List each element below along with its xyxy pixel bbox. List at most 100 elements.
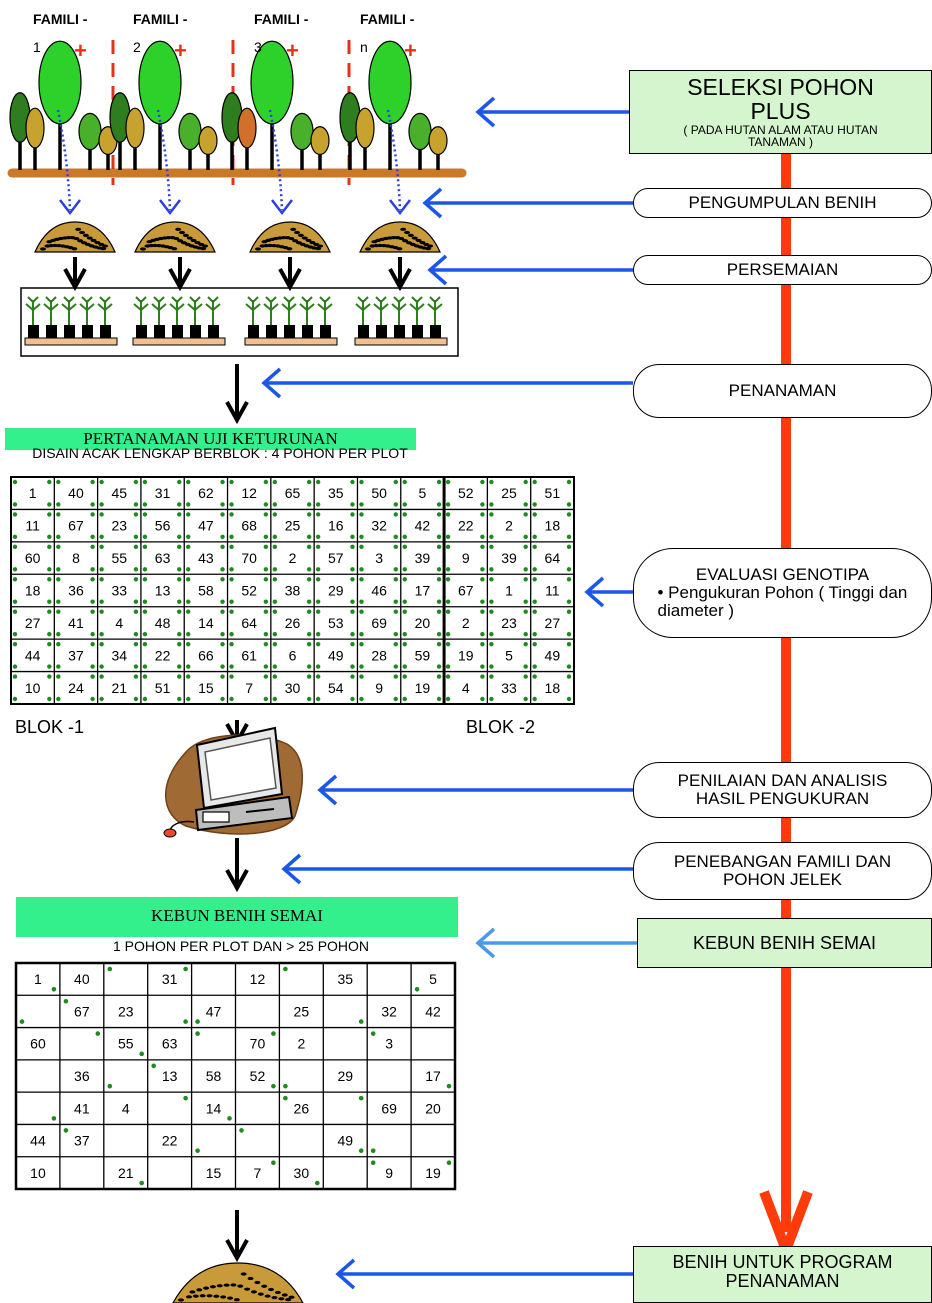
trial-cell-value: 51 xyxy=(155,680,171,696)
trial-cell-value: 58 xyxy=(198,583,214,599)
tree-dot xyxy=(315,577,321,582)
tree-dot xyxy=(566,577,572,582)
tree-dot xyxy=(306,631,312,637)
trial-cell-value: 8 xyxy=(72,550,80,566)
tree-dot xyxy=(315,641,321,647)
tree-dot xyxy=(359,512,364,517)
trial-cell-value: 9 xyxy=(375,680,383,696)
orchard-cell-value: 35 xyxy=(337,971,353,987)
tree-dot xyxy=(186,534,191,540)
tree-dot xyxy=(99,664,104,669)
tree-dot xyxy=(133,512,139,517)
tree-dot xyxy=(186,479,191,485)
tree-small xyxy=(237,107,257,170)
tree-dot xyxy=(436,567,442,572)
tree-dot xyxy=(315,479,321,485)
tree-dot xyxy=(315,502,321,507)
tree-small xyxy=(339,92,361,170)
tree-dot xyxy=(90,696,95,702)
pengumpulan-box: PENGUMPULAN BENIH xyxy=(633,188,932,218)
orchard-cell-value: 70 xyxy=(250,1036,266,1052)
tree-dot xyxy=(133,599,139,604)
orchard-subtitle: 1 POHON PER PLOT DAN > 25 POHON xyxy=(112,938,370,954)
tree-dot xyxy=(436,631,442,637)
orchard-cell-value: 20 xyxy=(425,1100,441,1116)
tree-dot xyxy=(489,502,494,507)
trial-cell-value: 57 xyxy=(328,550,344,566)
kebun-box: KEBUN BENIH SEMAI xyxy=(637,918,932,968)
tree-dot xyxy=(359,641,364,647)
tree-dot xyxy=(263,609,269,614)
tree-dot xyxy=(133,631,139,637)
tree-dot xyxy=(350,664,355,669)
tree-dot xyxy=(359,696,364,702)
tree-dot xyxy=(480,696,485,702)
orchard-cell-value: 60 xyxy=(30,1036,46,1052)
tree-small xyxy=(178,112,202,170)
tree-dot xyxy=(532,641,537,647)
family-label-1: FAMILI - xyxy=(33,11,88,27)
trial-cell-value: 44 xyxy=(25,647,41,663)
tree-dot xyxy=(12,674,18,679)
tree-dot xyxy=(229,609,234,614)
evaluasi-box: EVALUASI GENOTIPA • Pengukuran Pohon ( T… xyxy=(633,548,932,638)
tree-dot xyxy=(263,534,269,540)
tree-dot xyxy=(532,674,537,679)
tree-dot xyxy=(19,1019,25,1024)
trial-cell-value: 67 xyxy=(68,518,84,534)
tree-dot xyxy=(445,664,451,669)
tree-dot xyxy=(445,479,451,485)
tree-dot xyxy=(51,1116,57,1121)
tree-dot xyxy=(315,512,321,517)
tree-dot xyxy=(566,641,572,647)
tree-dot xyxy=(220,502,225,507)
trial-cell-value: 7 xyxy=(245,680,253,696)
seed-path xyxy=(386,109,402,211)
tree-dot xyxy=(142,502,148,507)
trial-cell-value: 55 xyxy=(111,550,127,566)
orchard-cell-value: 22 xyxy=(162,1133,178,1149)
plus-marker: + xyxy=(74,38,87,63)
orchard-cell-value: 25 xyxy=(294,1003,310,1019)
tree-dot xyxy=(532,599,537,604)
down-arrow-head xyxy=(63,268,87,292)
tree-dot xyxy=(272,599,278,604)
family-number-3: 3 xyxy=(254,39,262,55)
tree-dot xyxy=(133,641,139,647)
tree-dot xyxy=(220,544,225,550)
orchard-cell-value: 41 xyxy=(74,1100,90,1116)
tree-dot xyxy=(177,567,182,572)
tree-dot xyxy=(272,479,278,485)
tree-dot xyxy=(523,631,528,637)
tree-small xyxy=(408,112,432,170)
tree-dot xyxy=(566,512,572,517)
tree-dot xyxy=(523,641,528,647)
tree-dot xyxy=(306,674,312,679)
seed-path xyxy=(268,109,284,211)
tree-dot xyxy=(263,599,269,604)
tree-dot xyxy=(133,696,139,702)
tree-dot xyxy=(90,512,95,517)
tree-dot xyxy=(47,664,52,669)
plus-tree xyxy=(138,40,182,170)
tree-dot xyxy=(306,479,312,485)
arrow-pengumpulan-head xyxy=(422,187,443,219)
tree-dot xyxy=(229,544,234,550)
trial-cell-value: 62 xyxy=(198,485,214,501)
tree-dot xyxy=(532,479,537,485)
tree-dot xyxy=(220,479,225,485)
trial-cell-value: 19 xyxy=(415,680,431,696)
orchard-cell-value: 42 xyxy=(425,1003,441,1019)
tree-dot xyxy=(229,674,234,679)
orchard-cell-value: 36 xyxy=(74,1068,90,1084)
tree-dot xyxy=(90,631,95,637)
tree-dot xyxy=(47,512,52,517)
tree-dot xyxy=(402,512,407,517)
tree-dot xyxy=(229,577,234,582)
tree-small xyxy=(290,112,314,170)
tree-small xyxy=(428,126,448,170)
tree-dot xyxy=(445,567,451,572)
tree-dot xyxy=(566,696,572,702)
tree-dot xyxy=(220,674,225,679)
tree-small xyxy=(310,126,330,170)
